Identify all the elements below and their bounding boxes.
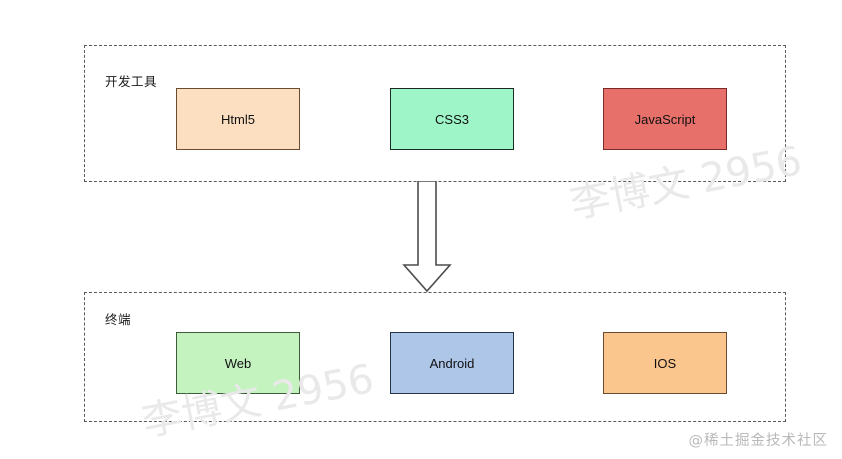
node-html5[interactable]: Html5 xyxy=(176,88,300,150)
node-ios[interactable]: IOS xyxy=(603,332,727,394)
node-android[interactable]: Android xyxy=(390,332,514,394)
watermark-brand: @稀土掘金技术社区 xyxy=(688,433,828,449)
node-css3[interactable]: CSS3 xyxy=(390,88,514,150)
node-label-html5: Html5 xyxy=(221,111,255,127)
node-label-web: Web xyxy=(224,355,252,371)
node-label-javascript: JavaScript xyxy=(634,111,696,127)
node-label-ios: IOS xyxy=(653,355,677,371)
down-arrow-icon xyxy=(402,181,452,293)
group-terminals: 终端 xyxy=(84,292,786,422)
group-label-development-tools: 开发工具 xyxy=(105,74,158,89)
node-javascript[interactable]: JavaScript xyxy=(603,88,727,150)
node-web[interactable]: Web xyxy=(176,332,300,394)
node-label-css3: CSS3 xyxy=(435,111,469,127)
node-label-android: Android xyxy=(429,355,475,371)
group-label-terminals: 终端 xyxy=(105,312,132,327)
